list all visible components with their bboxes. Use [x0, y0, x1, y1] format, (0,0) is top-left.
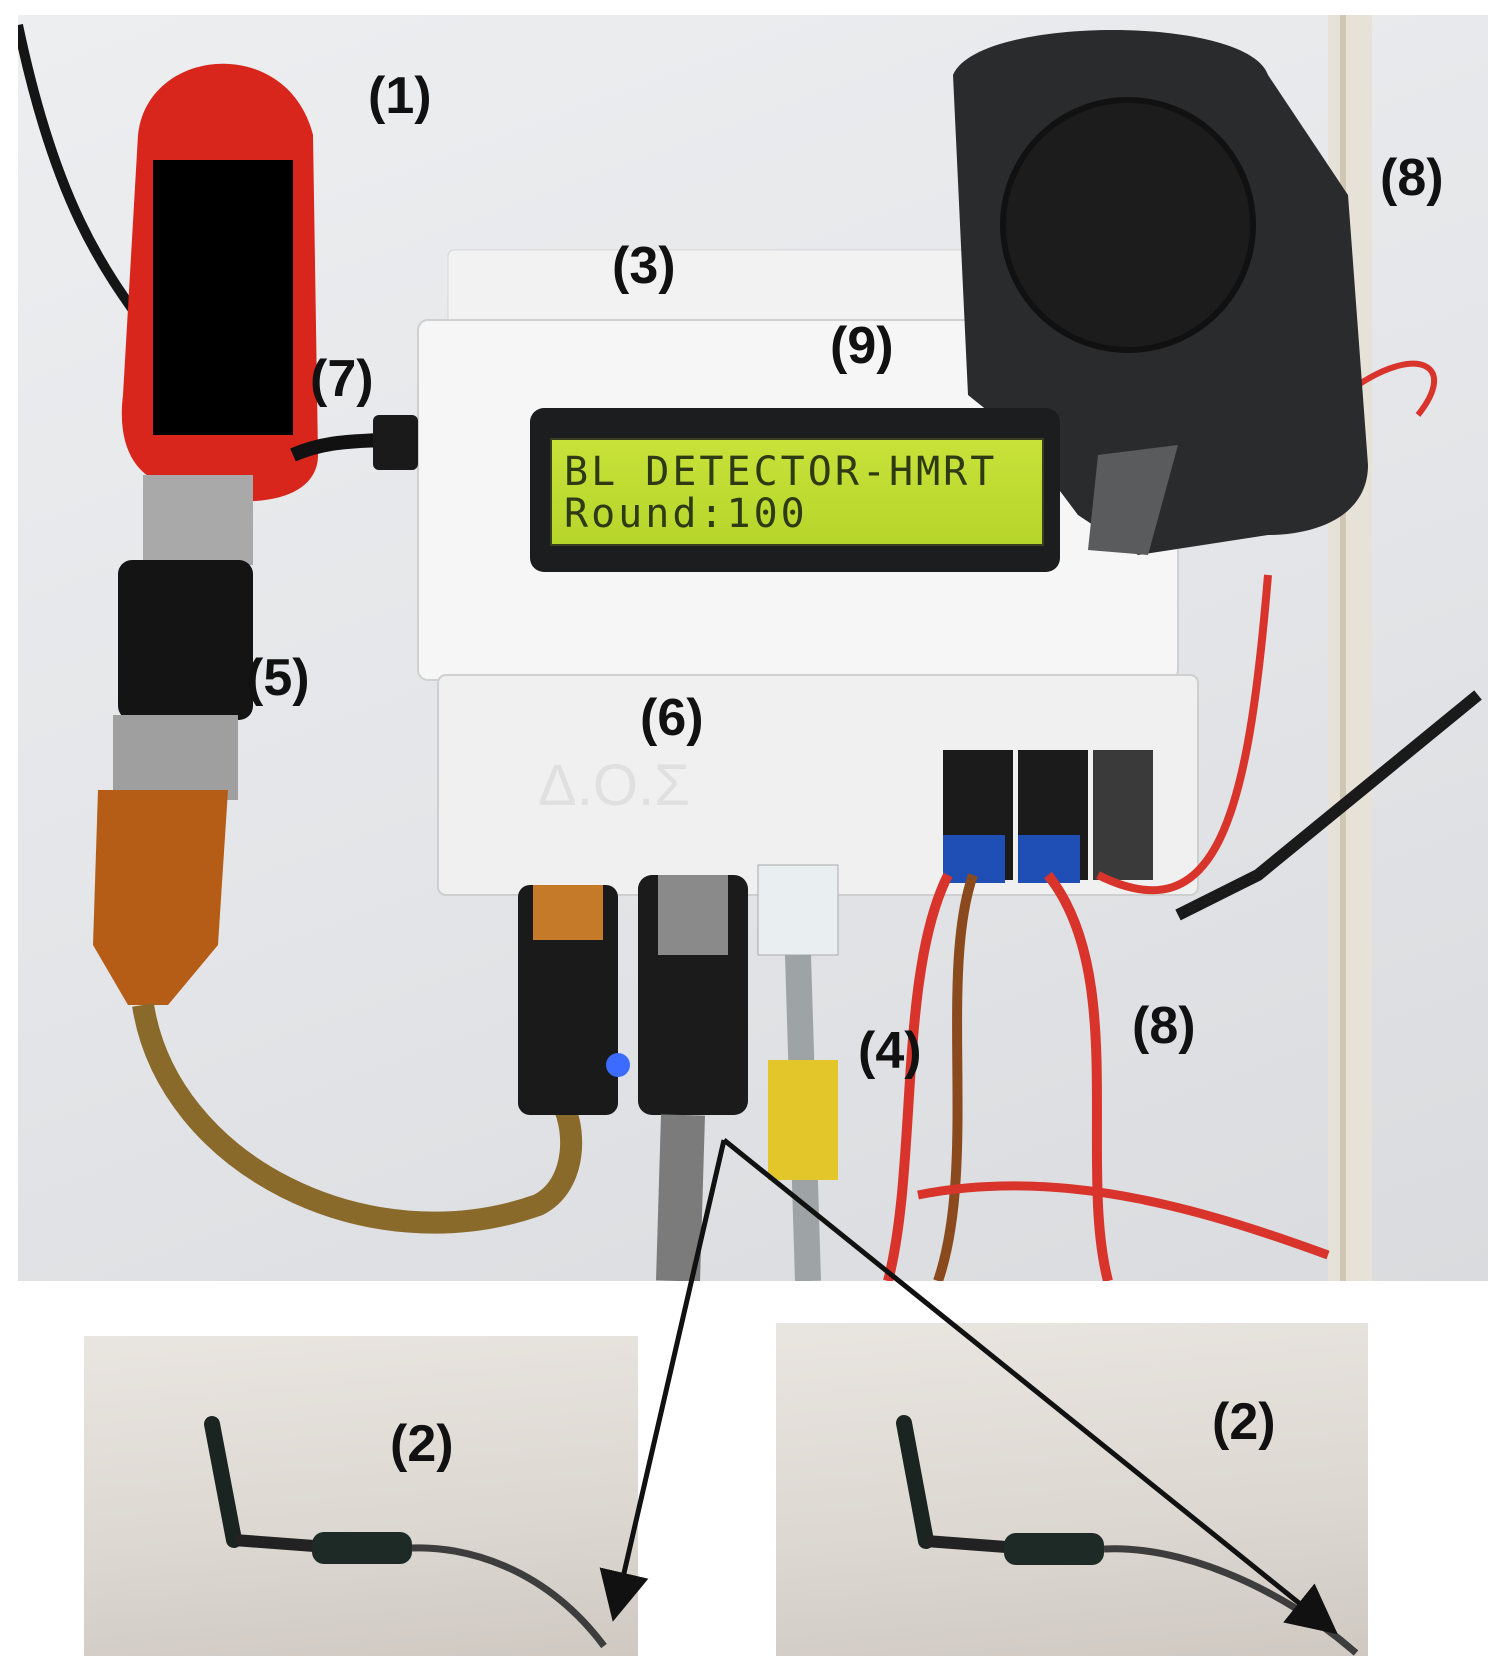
antenna-rod [204, 1416, 242, 1548]
antenna-connector [312, 1532, 412, 1564]
ethernet-plug [757, 864, 839, 956]
wire-red-2 [1044, 871, 1113, 1281]
usb-coupler [118, 560, 253, 720]
antenna-connector [1004, 1533, 1104, 1565]
wire-red-speaker [1096, 574, 1272, 895]
lcd-display: BL DETECTOR-HMRT Round:100 [530, 408, 1060, 572]
enclosure-logo: Δ.Ο.Σ [538, 753, 690, 818]
device-scene: Δ.Ο.Σ [18, 15, 1482, 1281]
usb-plug-orange [93, 790, 228, 1005]
status-led [606, 1053, 630, 1077]
label-ethernet: (4) [858, 1022, 922, 1080]
redacted-label [153, 160, 293, 435]
label-usb-modem: (1) [368, 67, 432, 125]
label-antenna-left: (2) [390, 1415, 454, 1473]
lcd-screen: BL DETECTOR-HMRT Round:100 [550, 438, 1044, 546]
wire-brown [933, 873, 978, 1281]
antenna-photo-left [84, 1336, 638, 1656]
usb-cable-gold [132, 1003, 583, 1234]
antenna-rod [896, 1415, 934, 1549]
label-wires-bottom: (8) [1132, 997, 1196, 1055]
label-enclosure-top: (3) [612, 237, 676, 295]
antenna-cable [1103, 1545, 1359, 1656]
usb-plug-bottom-left [518, 885, 618, 1115]
sensor-cable [1175, 690, 1482, 921]
label-enclosure: (6) [640, 689, 704, 747]
device-photo: Δ.Ο.Σ [18, 15, 1488, 1281]
lcd-line-1: BL DETECTOR-HMRT [564, 449, 998, 495]
label-antenna-right: (2) [1212, 1393, 1276, 1451]
antenna-photo-right [776, 1323, 1368, 1656]
label-lcd: (9) [830, 317, 894, 375]
terminal-block-1 [943, 835, 1005, 883]
yellow-tape [768, 1060, 838, 1180]
label-coupler: (5) [246, 649, 310, 707]
label-power-cable: (7) [310, 350, 374, 408]
lcd-line-2: Round:100 [564, 491, 808, 537]
label-wires-top: (8) [1380, 149, 1444, 207]
antenna-cable [411, 1544, 607, 1649]
speaker-cone [1000, 97, 1256, 353]
